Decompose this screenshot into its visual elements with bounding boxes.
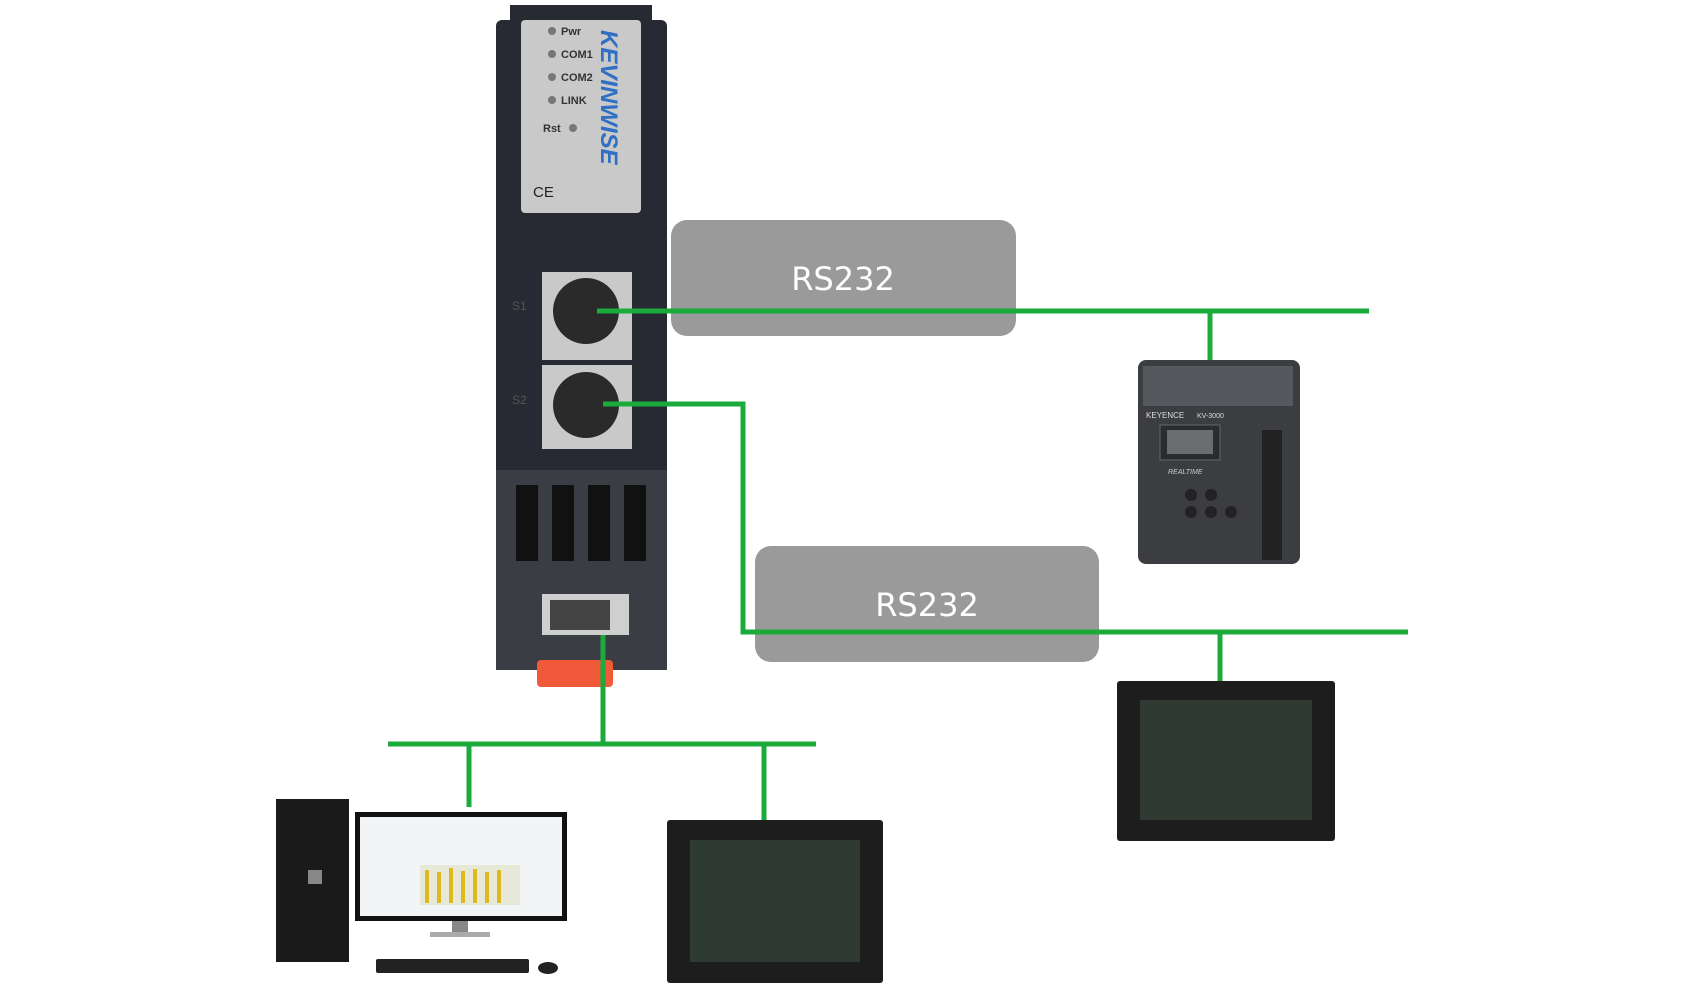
svg-text:Pwr: Pwr — [561, 26, 582, 38]
label-plate — [521, 20, 641, 213]
svg-text:Rst: Rst — [543, 123, 561, 135]
svg-text:S2: S2 — [512, 393, 527, 407]
led-indicators: Pwr COM1 COM2 LINK Rst — [543, 26, 593, 135]
rs232-link-box-2: RS232 — [755, 546, 1099, 662]
svg-text:KV-3000: KV-3000 — [1197, 413, 1224, 420]
brand-logo: KEVINWISE — [595, 30, 622, 166]
pc-workstation — [276, 799, 567, 974]
rs232-label-1: RS232 — [791, 260, 895, 298]
keyboard — [376, 959, 529, 973]
svg-text:LINK: LINK — [561, 95, 587, 107]
svg-text:S1: S1 — [512, 299, 527, 313]
mouse — [538, 962, 558, 974]
svg-text:COM1: COM1 — [561, 49, 593, 61]
hmi-panel-bottom — [667, 820, 883, 983]
rs232-label-2: RS232 — [875, 586, 979, 624]
svg-text:KEYENCE: KEYENCE — [1146, 411, 1184, 420]
svg-text:COM2: COM2 — [561, 72, 593, 84]
plc-device: KEYENCE KV-3000 REALTIME — [1138, 360, 1300, 564]
rs232-link-box-1: RS232 — [671, 220, 1016, 336]
gateway-device: Pwr COM1 COM2 LINK Rst KEVINWISE CE S1 S… — [496, 5, 667, 687]
ce-mark: CE — [533, 184, 554, 201]
din-rail-clip — [537, 660, 613, 687]
hmi-panel-right — [1117, 681, 1335, 841]
connection-lines — [388, 308, 1408, 820]
svg-text:REALTIME: REALTIME — [1168, 469, 1203, 476]
